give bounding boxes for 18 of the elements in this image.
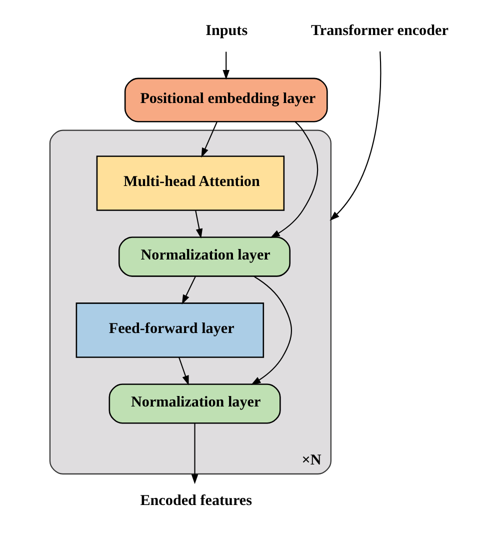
node-box: Normalization layer xyxy=(108,384,281,424)
node-text: Inputs xyxy=(206,22,248,39)
arrow xyxy=(250,276,292,385)
arrow xyxy=(178,357,189,386)
node-box: Normalization layer xyxy=(118,236,291,277)
arrow xyxy=(182,276,196,304)
arrow xyxy=(330,51,382,221)
node-label: ×N xyxy=(302,452,322,468)
node-box: Feed-forward layer xyxy=(76,302,264,358)
arrow xyxy=(201,122,218,158)
arrow xyxy=(191,423,198,484)
node-box: Multi-head Attention xyxy=(96,156,285,211)
node-box: Positional embedding layer xyxy=(124,78,328,122)
node-text: Encoded features xyxy=(140,492,252,509)
arrow xyxy=(222,52,230,80)
node-text: Transformer encoder xyxy=(310,22,448,39)
arrow xyxy=(270,121,318,238)
arrow xyxy=(195,210,203,238)
